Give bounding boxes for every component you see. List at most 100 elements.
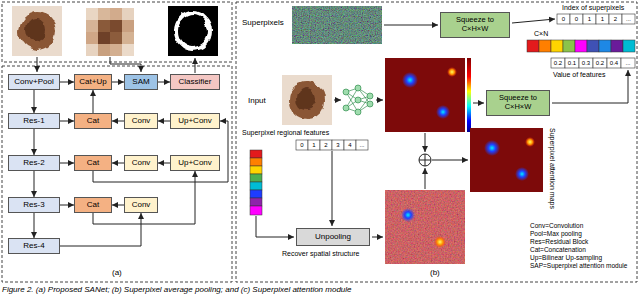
color-bar-vertical-part — [250, 190, 262, 198]
image-arrows-part — [195, 58, 196, 73]
array-cell — [296, 140, 308, 150]
flow-arrows-part — [376, 100, 383, 101]
box-label: Classifier — [179, 77, 212, 86]
superpixel-mosaic-part — [122, 44, 134, 56]
box-label: Squeeze to C×H×W — [490, 94, 546, 111]
classifier-box: Classifier — [170, 74, 220, 90]
input-lesion-image-part — [296, 88, 316, 110]
text-label: SAP=Superpixel attention module — [530, 262, 627, 269]
connector — [34, 129, 35, 155]
superpixel-mosaic — [86, 8, 134, 56]
connector — [158, 82, 170, 83]
color-bar-horizontal-part — [539, 40, 551, 52]
connector — [93, 90, 94, 113]
lesion-image-part — [12, 6, 62, 56]
color-bar-horizontal-part — [623, 40, 635, 52]
array-cell — [621, 58, 635, 68]
superpixel-mosaic-part — [110, 32, 122, 44]
superpixel-mosaic-part — [98, 44, 110, 56]
array-cell — [596, 14, 609, 24]
attention-map-part — [470, 128, 543, 192]
text-label: Superpixel regional features — [242, 129, 329, 137]
connector — [60, 213, 141, 246]
connector — [112, 121, 124, 122]
array-cell — [607, 58, 621, 68]
array-cell — [570, 14, 583, 24]
text-label: (a) — [112, 268, 122, 277]
array-cell — [551, 58, 565, 68]
text-label: Index of superpixels — [562, 4, 624, 12]
array-cell — [332, 140, 344, 150]
flow-arrows-part — [432, 160, 468, 161]
vertical-label: Superpixel attention maps — [548, 128, 556, 209]
upconv-box: Up+Conv — [170, 155, 220, 171]
array-value: 0 — [557, 14, 570, 24]
superpixel-mosaic-part — [98, 32, 110, 44]
connector — [60, 121, 74, 122]
array-value: 1 — [596, 14, 609, 24]
superpixel-noise-image — [292, 6, 382, 44]
caption: Figure 2. (a) Proposed SANet; (b) Superp… — [2, 285, 352, 294]
sum-symbol-part — [419, 154, 431, 166]
array-cell — [557, 14, 570, 24]
superpixel-mosaic-part — [110, 20, 122, 32]
flow-arrows-part — [372, 237, 383, 238]
connector — [158, 163, 170, 164]
panel-frame — [2, 66, 232, 282]
box-label: Res-3 — [23, 200, 44, 209]
array-value: 3 — [332, 140, 344, 150]
sum-symbol-part — [419, 154, 431, 166]
box-label: Res-4 — [23, 241, 44, 250]
network-icon-part — [367, 93, 373, 99]
network-icon-part — [346, 88, 370, 112]
concat-box: Cat+Up — [74, 74, 112, 90]
array-cell — [308, 140, 320, 150]
color-bar-vertical-part — [250, 182, 262, 190]
color-bar-horizontal-part — [611, 40, 623, 52]
text-label: Conv=Convolution — [530, 222, 583, 229]
flow-arrows-part — [332, 151, 333, 226]
array-value: 0.3 — [579, 58, 593, 68]
connector — [60, 163, 74, 164]
image-arrows — [37, 57, 195, 73]
conv-box: Conv — [124, 113, 158, 129]
array-value: ... — [621, 58, 635, 68]
array-value: ... — [622, 14, 635, 24]
superpixel-mosaic-part — [98, 8, 110, 20]
unpooling-box: Unpooling — [296, 228, 370, 246]
flow-arrows-part — [473, 103, 484, 104]
color-bar-vertical-part — [250, 206, 262, 215]
connector — [93, 121, 228, 182]
flow-arrows-part — [256, 216, 294, 237]
squeeze-box: Squeeze to C×H×W — [486, 90, 550, 116]
image-arrows-part — [110, 57, 141, 72]
text-label: Cat=Concatenation — [530, 246, 586, 253]
color-bar-horizontal-part — [551, 40, 563, 52]
panel-frame — [2, 2, 232, 62]
connector — [60, 205, 74, 206]
text-label: Value of features — [553, 71, 605, 79]
text-label: Res=Residual Block — [530, 238, 588, 245]
conv-pool-box: Conv+Pool — [8, 74, 60, 90]
network-icon-part — [343, 105, 349, 111]
array-cell — [609, 14, 622, 24]
text-label: Pool=Max pooling — [530, 230, 582, 237]
segmentation-mask-part — [168, 6, 218, 56]
box-label: Conv — [132, 158, 151, 167]
panel-frames — [2, 2, 637, 282]
unpooled-heatmap — [385, 190, 465, 264]
box-label: Res-2 — [23, 158, 44, 167]
feature-heatmap-part — [402, 72, 418, 88]
flow-arrows-part — [552, 70, 628, 103]
array-value: 1 — [583, 14, 596, 24]
unpooled-heatmap-part — [385, 190, 465, 264]
box-label: Conv+Pool — [14, 77, 53, 86]
attention-map-part — [515, 167, 529, 181]
array-value: 0.4 — [607, 58, 621, 68]
box-label: Res-1 — [23, 116, 44, 125]
feature-heatmap-part — [436, 105, 450, 119]
array-value: 0.2 — [593, 58, 607, 68]
segmentation-mask-part — [176, 13, 210, 49]
panel-frame — [236, 2, 637, 282]
